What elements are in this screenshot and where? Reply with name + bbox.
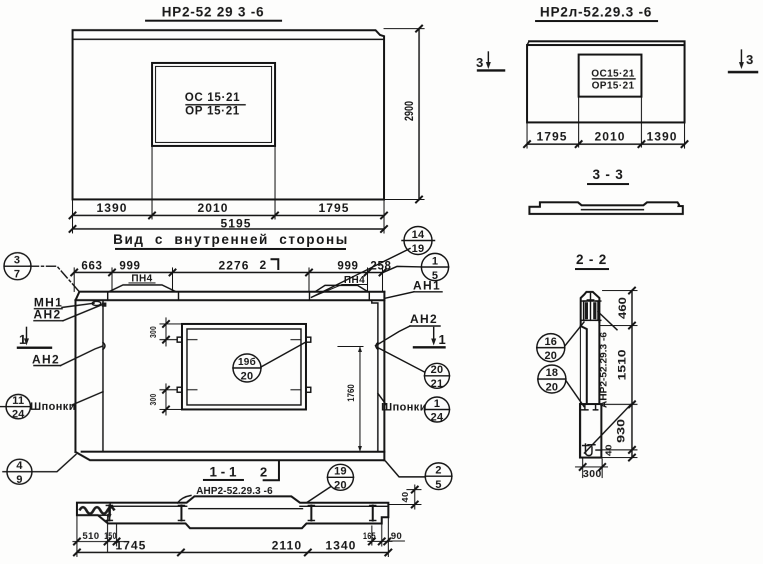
svg-text:150: 150 [104, 531, 117, 542]
svg-text:АНР2-52.29.3 -6: АНР2-52.29.3 -6 [598, 332, 608, 408]
svg-text:20: 20 [241, 370, 254, 382]
svg-text:1760: 1760 [346, 384, 357, 402]
svg-text:2: 2 [435, 465, 441, 477]
svg-text:14: 14 [412, 229, 425, 241]
svg-text:20: 20 [544, 350, 557, 362]
svg-text:3: 3 [476, 55, 483, 70]
svg-text:НР2л-52.29.3 -6: НР2л-52.29.3 -6 [540, 5, 652, 20]
svg-text:930: 930 [615, 419, 627, 443]
svg-text:1 - 1: 1 - 1 [209, 464, 237, 479]
svg-text:ПН4: ПН4 [344, 275, 365, 286]
svg-text:1: 1 [438, 332, 445, 347]
svg-text:21: 21 [431, 378, 444, 390]
svg-text:АН2: АН2 [32, 352, 60, 366]
svg-text:1795: 1795 [536, 130, 567, 144]
svg-text:999: 999 [119, 260, 140, 272]
svg-text:19б: 19б [238, 356, 256, 368]
svg-text:АН2: АН2 [34, 307, 62, 321]
svg-text:165: 165 [363, 531, 376, 542]
svg-text:1390: 1390 [646, 130, 677, 144]
svg-text:1: 1 [19, 332, 26, 347]
svg-text:999: 999 [337, 260, 358, 272]
svg-text:663: 663 [81, 260, 102, 272]
svg-text:ОР15·21: ОР15·21 [592, 81, 635, 92]
svg-text:1745: 1745 [115, 538, 146, 552]
svg-text:9: 9 [16, 474, 22, 486]
svg-text:2010: 2010 [594, 130, 625, 144]
svg-text:4: 4 [16, 460, 23, 472]
svg-text:1795: 1795 [318, 201, 349, 215]
svg-text:258: 258 [370, 260, 391, 272]
svg-text:16: 16 [544, 336, 557, 348]
svg-text:5195: 5195 [220, 216, 251, 230]
svg-text:1390: 1390 [96, 201, 127, 215]
svg-text:19: 19 [412, 243, 425, 255]
svg-text:3: 3 [746, 52, 753, 67]
svg-text:5: 5 [435, 479, 441, 491]
svg-text:2: 2 [260, 258, 267, 272]
svg-text:7: 7 [14, 268, 20, 280]
svg-text:1: 1 [432, 256, 438, 268]
svg-text:Шпонки: Шпонки [381, 401, 427, 413]
svg-text:1510: 1510 [616, 349, 628, 380]
svg-text:ОС15·21: ОС15·21 [591, 69, 634, 80]
svg-text:2276: 2276 [218, 258, 249, 272]
svg-text:ОР 15·21: ОР 15·21 [185, 105, 240, 117]
svg-text:20: 20 [334, 479, 347, 491]
svg-text:11: 11 [12, 395, 24, 407]
svg-text:ПН4: ПН4 [131, 273, 152, 284]
svg-text:40: 40 [603, 444, 613, 456]
svg-text:20: 20 [546, 381, 559, 393]
svg-text:5: 5 [432, 270, 438, 282]
svg-text:Вид с внутренней стороны: Вид с внутренней стороны [113, 232, 349, 247]
svg-text:24: 24 [12, 408, 25, 420]
svg-text:2900: 2900 [402, 101, 416, 121]
svg-text:20: 20 [431, 364, 444, 376]
svg-text:2010: 2010 [197, 201, 228, 215]
svg-text:ОС 15·21: ОС 15·21 [185, 92, 240, 104]
svg-text:460: 460 [617, 297, 629, 319]
svg-text:2: 2 [260, 464, 267, 479]
svg-text:24: 24 [431, 412, 444, 424]
svg-text:300: 300 [583, 468, 602, 480]
svg-text:Шпонки: Шпонки [30, 401, 76, 413]
svg-text:1340: 1340 [325, 538, 356, 552]
svg-text:АН1: АН1 [413, 279, 441, 293]
svg-text:300: 300 [148, 393, 158, 405]
svg-text:2 - 2: 2 - 2 [576, 252, 607, 267]
svg-text:АНР2-52.29.3 -6: АНР2-52.29.3 -6 [196, 486, 273, 497]
svg-text:3: 3 [14, 254, 20, 266]
svg-text:300: 300 [148, 326, 158, 338]
svg-text:НР2-52 29 3 -6: НР2-52 29 3 -6 [162, 4, 265, 19]
svg-text:19: 19 [334, 465, 347, 477]
svg-text:40: 40 [400, 492, 410, 503]
svg-text:3 - 3: 3 - 3 [593, 167, 624, 182]
svg-text:90: 90 [391, 531, 402, 542]
svg-text:510: 510 [82, 531, 99, 542]
svg-text:2110: 2110 [272, 538, 302, 552]
svg-text:1: 1 [434, 398, 440, 410]
svg-text:АН2: АН2 [410, 312, 438, 326]
svg-text:18: 18 [546, 367, 559, 379]
svg-text:МН1: МН1 [34, 295, 63, 309]
